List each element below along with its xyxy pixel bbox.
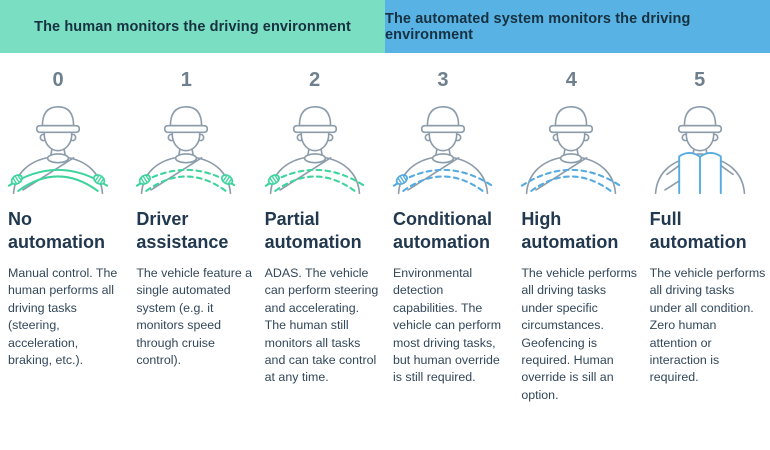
- level-0-description: Manual control. The human performs all d…: [8, 266, 118, 368]
- level-4-description: The vehicle performs all driving tasks u…: [521, 266, 638, 402]
- level-3-number: 3: [437, 69, 449, 91]
- driver-both-hands-wheel-icon: [6, 98, 110, 194]
- driver-both-hands-dashed-wheel-icon: [134, 98, 238, 194]
- level-1-number: 1: [180, 69, 192, 91]
- system-monitors-label: The automated system monitors the drivin…: [385, 10, 691, 43]
- level-3-title: Conditional automation: [392, 209, 492, 252]
- passenger-reading-book-icon: [648, 98, 752, 194]
- level-2-title: Partial automation: [264, 209, 362, 252]
- level-0-column: 0 No automation Manual control. The huma…: [0, 53, 128, 404]
- human-monitors-label: The human monitors the driving environme…: [34, 18, 351, 35]
- driver-hands-free-blue-dashed-wheel-icon: [519, 98, 623, 194]
- level-4-title: High automation: [521, 209, 619, 252]
- human-monitors-banner: The human monitors the driving environme…: [0, 0, 385, 53]
- monitoring-banners: The human monitors the driving environme…: [0, 0, 770, 53]
- level-5-title: Full automation: [649, 209, 747, 252]
- level-3-column: 3 Conditional automation Environmental d…: [385, 53, 513, 404]
- level-1-column: 1 Driver assistance The vehicle feature …: [128, 53, 256, 404]
- levels-row: 0 No automation Manual control. The huma…: [0, 53, 770, 404]
- driver-one-hand-dashed-wheel-icon: [263, 98, 367, 194]
- level-0-title: No automation: [8, 209, 105, 252]
- level-1-description: The vehicle feature a single automated s…: [136, 266, 253, 368]
- level-2-number: 2: [309, 69, 321, 91]
- level-1-title: Driver assistance: [136, 209, 229, 252]
- level-0-number: 0: [52, 69, 64, 91]
- level-4-number: 4: [565, 69, 577, 91]
- system-monitors-banner: The automated system monitors the drivin…: [385, 0, 770, 53]
- level-2-column: 2 Partial automation ADAS. The vehicle c…: [257, 53, 385, 404]
- level-4-column: 4 High automation The vehicle performs a…: [513, 53, 641, 404]
- driver-one-hand-blue-dashed-wheel-icon: [391, 98, 495, 194]
- level-2-description: ADAS. The vehicle can perform steering a…: [264, 266, 379, 385]
- level-3-description: Environmental detection capabilities. Th…: [392, 266, 502, 385]
- level-5-number: 5: [694, 69, 706, 91]
- level-5-column: 5 Full automation The vehicle performs a…: [642, 53, 770, 404]
- level-5-description: The vehicle performs all driving tasks u…: [649, 266, 766, 385]
